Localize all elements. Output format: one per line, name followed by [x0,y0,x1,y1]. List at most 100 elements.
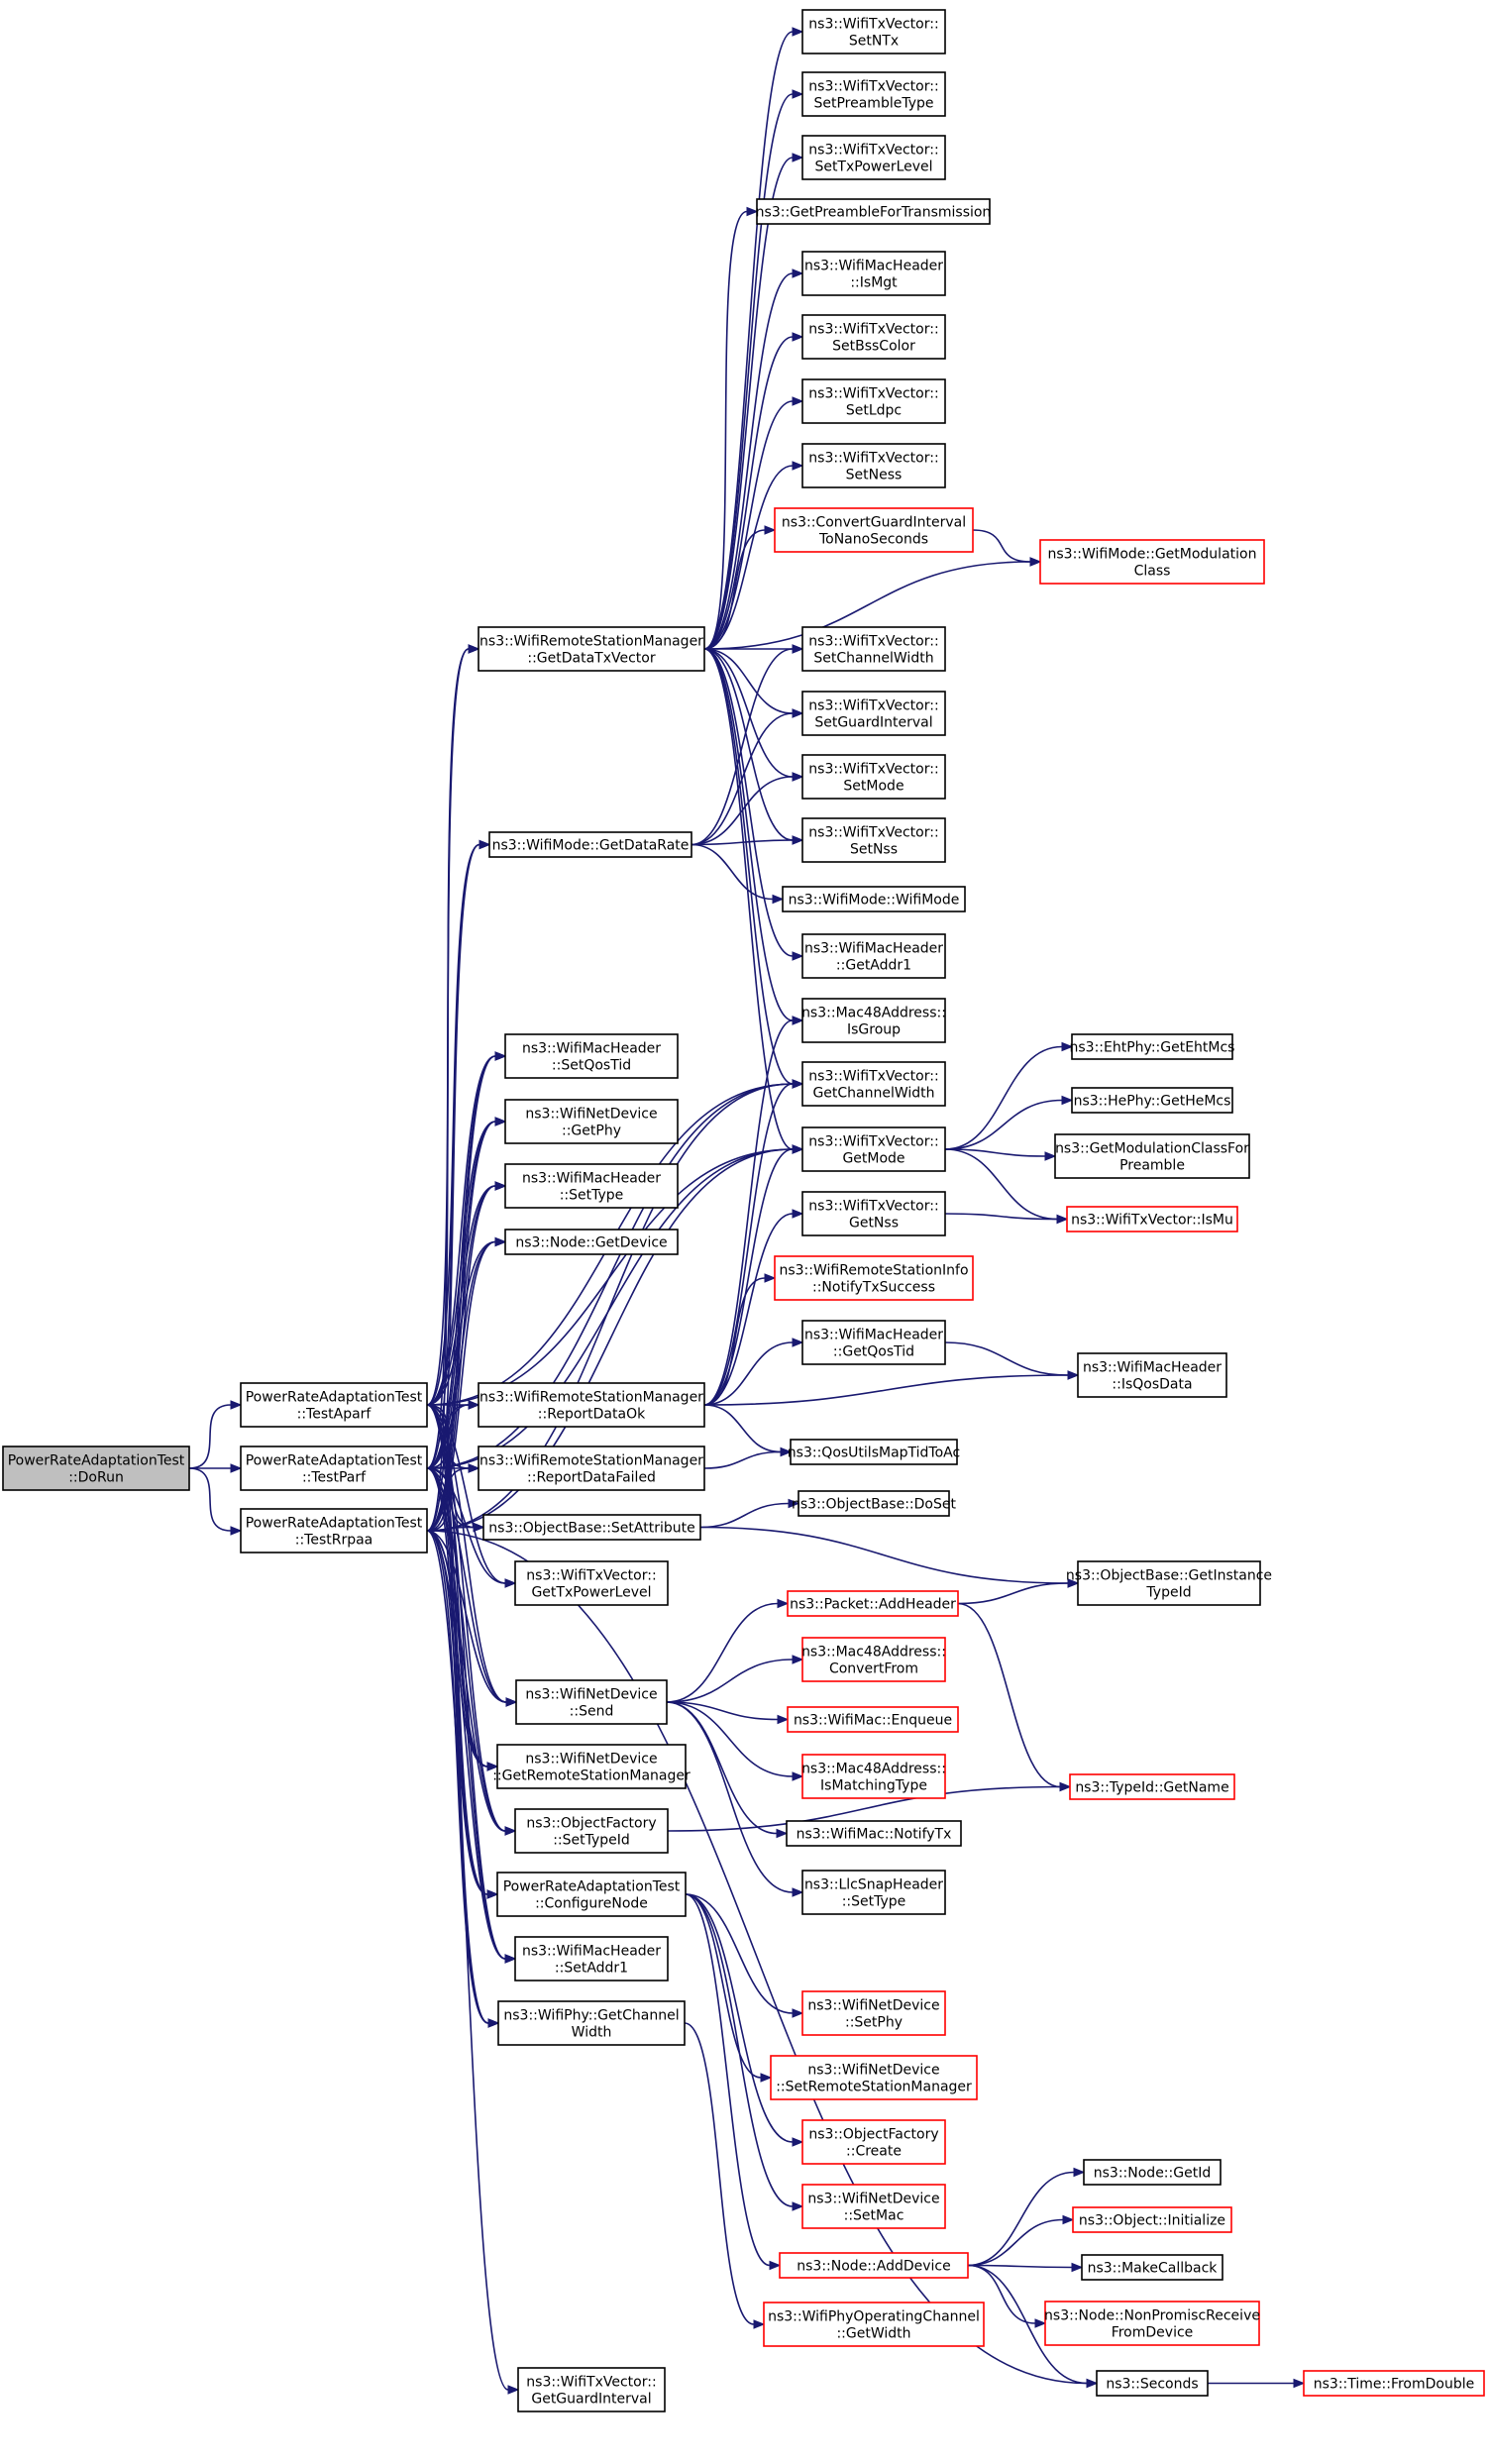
node-create[interactable]: ns3::ObjectFactory::Create [801,2119,946,2165]
node-gethemcs[interactable]: ns3::HePhy::GetHeMcs [1071,1087,1233,1114]
node-box-getphy[interactable] [504,1099,679,1144]
node-box-getmodulationclass[interactable] [1039,539,1265,585]
node-getehtmcs[interactable]: ns3::EhtPhy::GetEhtMcs [1070,1033,1235,1060]
node-setrsm[interactable]: ns3::WifiNetDevice::SetRemoteStationMana… [770,2055,978,2100]
node-box-isqosdata[interactable] [1077,1352,1227,1398]
node-box-dorun[interactable] [2,1446,190,1491]
node-box-getid[interactable] [1083,2159,1222,2186]
node-setphy[interactable]: ns3::WifiNetDevice::SetPhy [801,1990,946,2036]
node-box-ismgt[interactable] [801,251,946,296]
node-setqostid[interactable]: ns3::WifiMacHeader::SetQosTid [504,1033,679,1079]
node-notifytxsuccess[interactable]: ns3::WifiRemoteStationInfo::NotifyTxSucc… [774,1255,974,1301]
node-box-getmodclasspreamble[interactable] [1054,1133,1250,1179]
node-ismgt[interactable]: ns3::WifiMacHeader::IsMgt [801,251,946,296]
node-gettxpowerlevel[interactable]: ns3::WifiTxVector::GetTxPowerLevel [514,1560,669,1606]
node-box-notifytxsuccess[interactable] [774,1255,974,1301]
node-getid[interactable]: ns3::Node::GetId [1083,2159,1222,2186]
node-box-reportdataok[interactable] [478,1382,705,1428]
node-wifimode[interactable]: ns3::WifiMode::WifiMode [782,886,966,912]
node-box-testparf[interactable] [240,1446,428,1491]
node-box-setness[interactable] [801,443,946,488]
node-seconds[interactable]: ns3::Seconds [1096,2370,1209,2397]
node-setchannelwidth[interactable]: ns3::WifiTxVector::SetChannelWidth [801,626,946,672]
node-box-makecallback[interactable] [1081,2254,1223,2281]
node-getguardinterval[interactable]: ns3::WifiTxVector::GetGuardInterval [517,2367,666,2412]
node-box-getehtmcs[interactable] [1071,1033,1233,1060]
node-box-fromdouble[interactable] [1303,2370,1485,2397]
node-box-setntx[interactable] [801,9,946,54]
node-box-setmac[interactable] [801,2184,946,2229]
node-getmodulationclass[interactable]: ns3::WifiMode::GetModulationClass [1039,539,1265,585]
node-setness[interactable]: ns3::WifiTxVector::SetNess [801,443,946,488]
node-ismu[interactable]: ns3::WifiTxVector::IsMu [1066,1206,1238,1232]
node-addheader[interactable]: ns3::Packet::AddHeader [787,1590,959,1617]
node-box-enqueue[interactable] [787,1706,959,1733]
node-reportdatafailed[interactable]: ns3::WifiRemoteStationManager::ReportDat… [478,1446,705,1491]
node-setldpc[interactable]: ns3::WifiTxVector::SetLdpc [801,378,946,424]
node-dorun[interactable]: PowerRateAdaptationTest::DoRun [2,1446,190,1491]
node-box-settype[interactable] [504,1163,679,1209]
node-ismatchingtype[interactable]: ns3::Mac48Address::IsMatchingType [801,1754,946,1799]
node-box-testrrpaa[interactable] [240,1508,428,1553]
node-getphy[interactable]: ns3::WifiNetDevice::GetPhy [504,1099,679,1144]
node-box-ismatchingtype[interactable] [801,1754,946,1799]
node-box-addheader[interactable] [787,1590,959,1617]
node-box-send[interactable] [515,1679,668,1725]
node-initialize[interactable]: ns3::Object::Initialize [1072,2206,1232,2233]
node-getdevice[interactable]: ns3::Node::GetDevice [504,1229,679,1255]
node-box-setchannelwidth[interactable] [801,626,946,672]
node-getremotestationmanager[interactable]: ns3::WifiNetDevice::GetRemoteStationMana… [492,1744,691,1789]
node-setaddr1[interactable]: ns3::WifiMacHeader::SetAddr1 [514,1936,669,1982]
node-llcsettype[interactable]: ns3::LlcSnapHeader::SetType [801,1870,946,1915]
node-box-getwidth[interactable] [763,2302,985,2347]
node-box-setguardinterval[interactable] [801,691,946,736]
node-getaddr1[interactable]: ns3::WifiMacHeader::GetAddr1 [801,933,946,979]
node-box-setaddr1[interactable] [514,1936,669,1982]
node-getmode[interactable]: ns3::WifiTxVector::GetMode [801,1126,946,1172]
node-box-convertgi[interactable] [774,507,974,553]
node-enqueue[interactable]: ns3::WifiMac::Enqueue [787,1706,959,1733]
node-setmode[interactable]: ns3::WifiTxVector::SetMode [801,754,946,800]
node-box-llcsettype[interactable] [801,1870,946,1915]
node-settype[interactable]: ns3::WifiMacHeader::SetType [504,1163,679,1209]
node-box-getdatarate[interactable] [488,831,692,858]
node-getchannelwidthtx[interactable]: ns3::WifiTxVector::GetChannelWidth [801,1061,946,1107]
node-adddevice[interactable]: ns3::Node::AddDevice [779,2252,969,2279]
node-box-testaparf[interactable] [240,1382,428,1428]
node-box-getmode[interactable] [801,1126,946,1172]
node-box-getchannelwidthphy[interactable] [497,2000,686,2046]
node-box-seconds[interactable] [1096,2370,1209,2397]
node-testparf[interactable]: PowerRateAdaptationTest::TestParf [240,1446,428,1491]
node-box-setpreambletype[interactable] [801,71,946,117]
node-setpreambletype[interactable]: ns3::WifiTxVector::SetPreambleType [801,71,946,117]
node-box-adddevice[interactable] [779,2252,969,2279]
node-box-ismu[interactable] [1066,1206,1238,1232]
node-box-reportdatafailed[interactable] [478,1446,705,1491]
node-box-getdevice[interactable] [504,1229,679,1255]
node-box-settxpowerlevel[interactable] [801,135,946,180]
node-setntx[interactable]: ns3::WifiTxVector::SetNTx [801,9,946,54]
node-setnss[interactable]: ns3::WifiTxVector::SetNss [801,817,946,863]
node-setbsscolor[interactable]: ns3::WifiTxVector::SetBssColor [801,314,946,360]
node-box-typeidgetname[interactable] [1069,1773,1235,1800]
node-configurenode[interactable]: PowerRateAdaptationTest::ConfigureNode [496,1872,687,1917]
node-box-getpreamble[interactable] [756,198,991,225]
node-testaparf[interactable]: PowerRateAdaptationTest::TestAparf [240,1382,428,1428]
node-box-getremotestationmanager[interactable] [496,1744,687,1789]
node-box-qosutils[interactable] [790,1439,958,1465]
node-convertfrom[interactable]: ns3::Mac48Address::ConvertFrom [801,1637,946,1682]
node-getpreamble[interactable]: ns3::GetPreambleForTransmission [756,198,992,225]
node-box-getaddr1[interactable] [801,933,946,979]
node-getwidth[interactable]: ns3::WifiPhyOperatingChannel::GetWidth [763,2302,985,2347]
node-box-setmode[interactable] [801,754,946,800]
node-box-setrsm[interactable] [770,2055,978,2100]
node-getdatatxvector[interactable]: ns3::WifiRemoteStationManager::GetDataTx… [478,626,705,672]
node-settypeid[interactable]: ns3::ObjectFactory::SetTypeId [514,1808,669,1854]
node-fromdouble[interactable]: ns3::Time::FromDouble [1303,2370,1485,2397]
node-box-setbsscolor[interactable] [801,314,946,360]
node-qosutils[interactable]: ns3::QosUtilsMapTidToAc [788,1439,960,1465]
